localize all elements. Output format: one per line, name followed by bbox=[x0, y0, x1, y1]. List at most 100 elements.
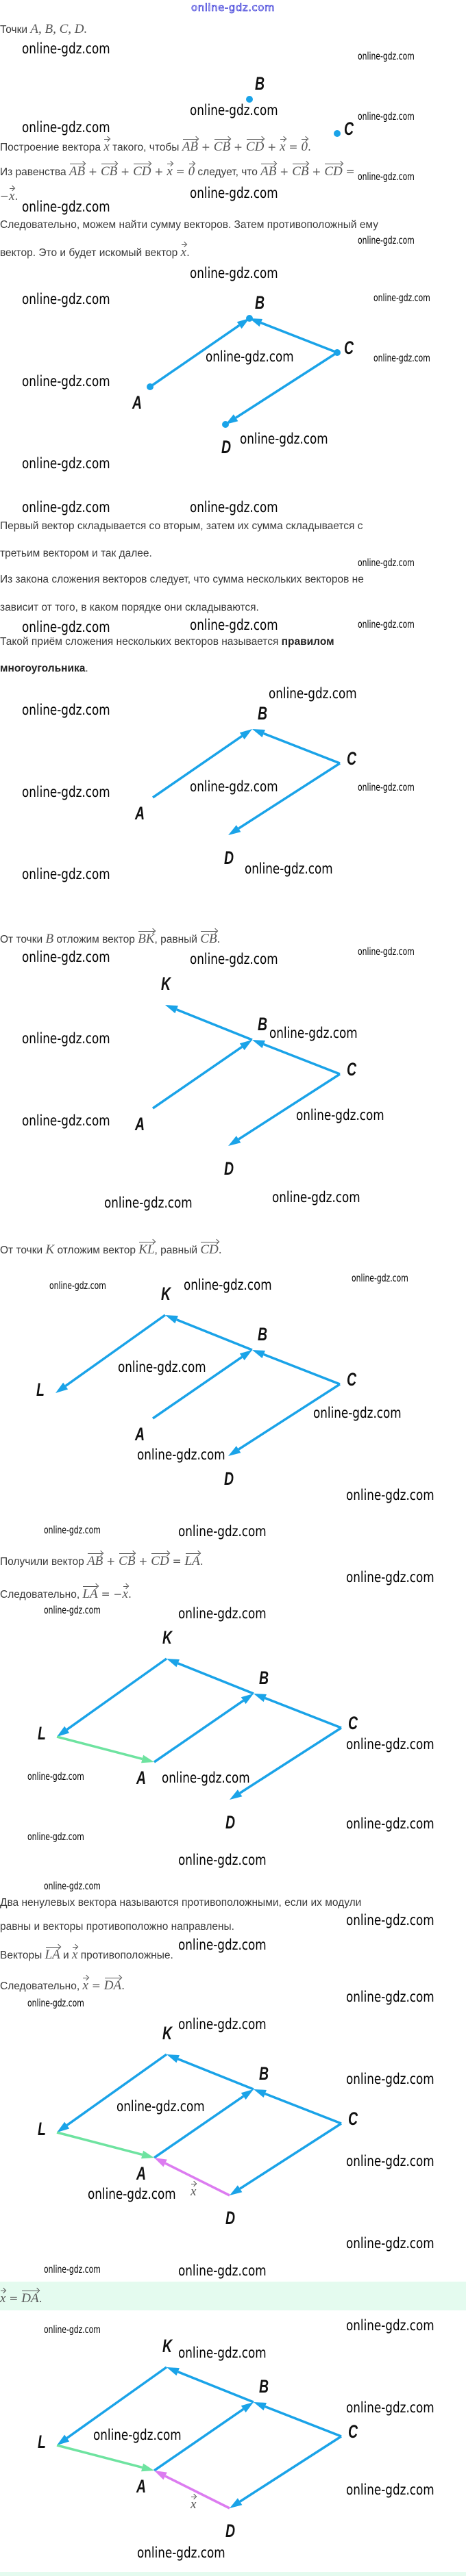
vector-symbol: CD bbox=[151, 1551, 169, 1569]
vector-AB bbox=[152, 735, 243, 799]
arrowhead-CB bbox=[252, 1350, 265, 1359]
arrowhead-CB bbox=[252, 729, 265, 738]
vector-AB bbox=[152, 1355, 243, 1420]
point-label-A: A bbox=[136, 2163, 147, 2184]
arrowhead-CB bbox=[254, 2402, 267, 2411]
vector-CB bbox=[263, 1043, 341, 1075]
math-operator: + bbox=[117, 166, 134, 178]
vector-CB bbox=[263, 732, 341, 765]
vector-CD bbox=[235, 351, 338, 419]
vector-x-label: x bbox=[191, 2495, 196, 2512]
vector-symbol: 0 bbox=[188, 162, 195, 179]
vector-symbol: CD bbox=[200, 1240, 219, 1258]
arrowhead-KL bbox=[57, 1726, 70, 1737]
text: Получили вектор bbox=[0, 1556, 88, 1568]
math-operator: . bbox=[217, 933, 221, 945]
arrowhead-KL bbox=[57, 2121, 70, 2132]
vector-symbol: x bbox=[0, 2288, 5, 2306]
math-operator: . bbox=[307, 141, 311, 153]
vector-symbol: CB bbox=[214, 137, 230, 155]
vector-symbol: 0 bbox=[301, 137, 308, 155]
vector-KL bbox=[64, 1314, 167, 1387]
text: равны и векторы противоположно направлен… bbox=[0, 1921, 234, 1933]
point-label-A: A bbox=[132, 392, 143, 413]
arrowhead-CB bbox=[249, 318, 262, 327]
vector-symbol: CB bbox=[200, 929, 217, 947]
vector-BK bbox=[177, 2371, 254, 2403]
vector-AB bbox=[154, 2408, 245, 2472]
bold-term: многоугольника bbox=[0, 663, 86, 674]
vector-symbol: AB bbox=[69, 162, 85, 179]
vector-AB bbox=[149, 324, 241, 388]
math-operator: = bbox=[342, 166, 355, 178]
vector-CD bbox=[238, 762, 341, 830]
text: Следовательно, bbox=[0, 1589, 83, 1601]
arrowhead-DA bbox=[154, 2158, 167, 2167]
point-label-A: A bbox=[136, 2476, 147, 2497]
point-label-C: C bbox=[344, 337, 354, 358]
text: отложим вектор bbox=[54, 1245, 139, 1256]
math-operator: = bbox=[88, 1980, 104, 1992]
vector-x-label: x bbox=[191, 2182, 196, 2199]
text-line: Следовательно, LA = −x. bbox=[0, 1584, 132, 1603]
arrowhead-BK bbox=[165, 1315, 178, 1324]
point-label-K: K bbox=[162, 1627, 173, 1648]
vector-LA bbox=[56, 1735, 143, 1761]
site-logo[interactable]: online-gdz.com bbox=[191, 1, 275, 14]
text-line: Следовательно, x = DA. bbox=[0, 1976, 125, 1994]
point-label-D: D bbox=[221, 437, 232, 457]
point-label-K: K bbox=[162, 2336, 173, 2356]
vector-AB bbox=[154, 2095, 245, 2159]
vector-KL bbox=[66, 2366, 168, 2439]
vector-symbol: x bbox=[9, 186, 14, 204]
vector-symbol: x bbox=[82, 1976, 88, 1993]
point-label-L: L bbox=[38, 2432, 46, 2452]
point-dot-C bbox=[334, 130, 341, 137]
arrowhead-AB bbox=[241, 2089, 254, 2100]
math-operator: + bbox=[230, 141, 246, 153]
text: Первый вектор складывается со вторым, за… bbox=[0, 520, 363, 532]
text: От точки bbox=[0, 934, 46, 945]
vector-AB bbox=[152, 1045, 243, 1110]
arrowhead-CD bbox=[225, 414, 238, 424]
text-line: Построение вектора x такого, чтобы AB + … bbox=[0, 137, 311, 155]
arrowhead-CD bbox=[228, 1136, 241, 1146]
arrowhead-CD bbox=[230, 2498, 243, 2508]
math-operator: . bbox=[218, 1244, 222, 1256]
point-dot-B bbox=[246, 96, 253, 103]
math-operator: + bbox=[276, 166, 293, 178]
vector-symbol: KL bbox=[138, 1240, 155, 1258]
math-operator: . bbox=[14, 190, 19, 203]
point-label-D: D bbox=[224, 1468, 234, 1489]
vector-symbol: LA bbox=[82, 1584, 98, 1602]
point-label-K: K bbox=[161, 973, 171, 994]
point-label-D: D bbox=[224, 847, 234, 868]
vector-CD bbox=[239, 2435, 342, 2503]
text-line: Следовательно, можем найти сумму векторо… bbox=[0, 218, 378, 233]
text-line: зависит от того, в каком порядке они скл… bbox=[0, 600, 259, 615]
math-operator: = bbox=[172, 166, 188, 178]
arrowhead-AB bbox=[236, 318, 249, 329]
vector-LA bbox=[56, 2131, 143, 2156]
point-label-C: C bbox=[347, 748, 357, 769]
answer-highlight-band bbox=[0, 2282, 466, 2310]
text: , равный bbox=[154, 1245, 201, 1256]
bold-term: правилом bbox=[281, 636, 334, 648]
point-label-C: C bbox=[348, 2421, 358, 2442]
text-line: третьим вектором и так далее. bbox=[0, 546, 152, 561]
arrowhead-CD bbox=[228, 1446, 241, 1456]
vector-symbol: CB bbox=[101, 162, 117, 179]
point-label-L: L bbox=[36, 1379, 45, 1400]
math-operator: + bbox=[103, 1555, 119, 1568]
arrowhead-KL bbox=[57, 2434, 70, 2445]
vector-DA bbox=[164, 2162, 230, 2197]
point-dot-D bbox=[222, 421, 229, 428]
vector-symbol: AB bbox=[87, 1551, 103, 1569]
vector-symbol: DA bbox=[21, 2288, 39, 2306]
vector-symbol: CB bbox=[292, 162, 308, 179]
point-label-B: B bbox=[259, 2063, 269, 2084]
arrowhead-LA bbox=[141, 2150, 154, 2159]
arrowhead-AB bbox=[241, 1694, 254, 1705]
math-operator: + bbox=[264, 141, 280, 153]
text: Из равенства bbox=[0, 166, 69, 178]
